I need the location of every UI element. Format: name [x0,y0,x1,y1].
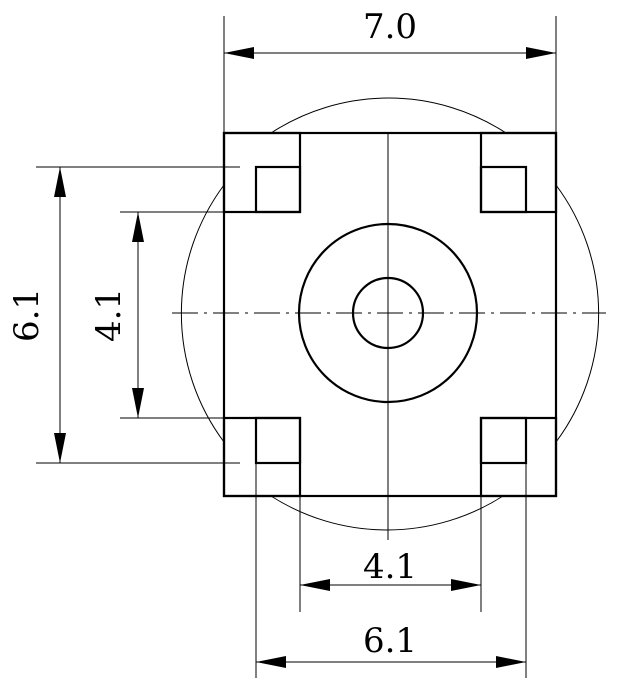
corner-terminal-bottom-left [222,416,302,498]
outer-body-circle [180,97,600,531]
dim-label-bottom-outer-width: 6.1 [363,621,417,661]
corner-terminal-top-right [479,131,558,214]
corner-terminal-bottom-right [479,416,558,498]
corner-terminal-top-left [222,131,302,214]
dim-label-top-width: 7.0 [363,7,417,47]
extension-lines [36,16,557,678]
switch-body-square [222,131,558,498]
dim-label-left-outer-height: 6.1 [7,288,47,342]
dim-label-bottom-inner-width: 4.1 [363,547,417,587]
dim-label-left-inner-height: 4.1 [89,288,129,342]
